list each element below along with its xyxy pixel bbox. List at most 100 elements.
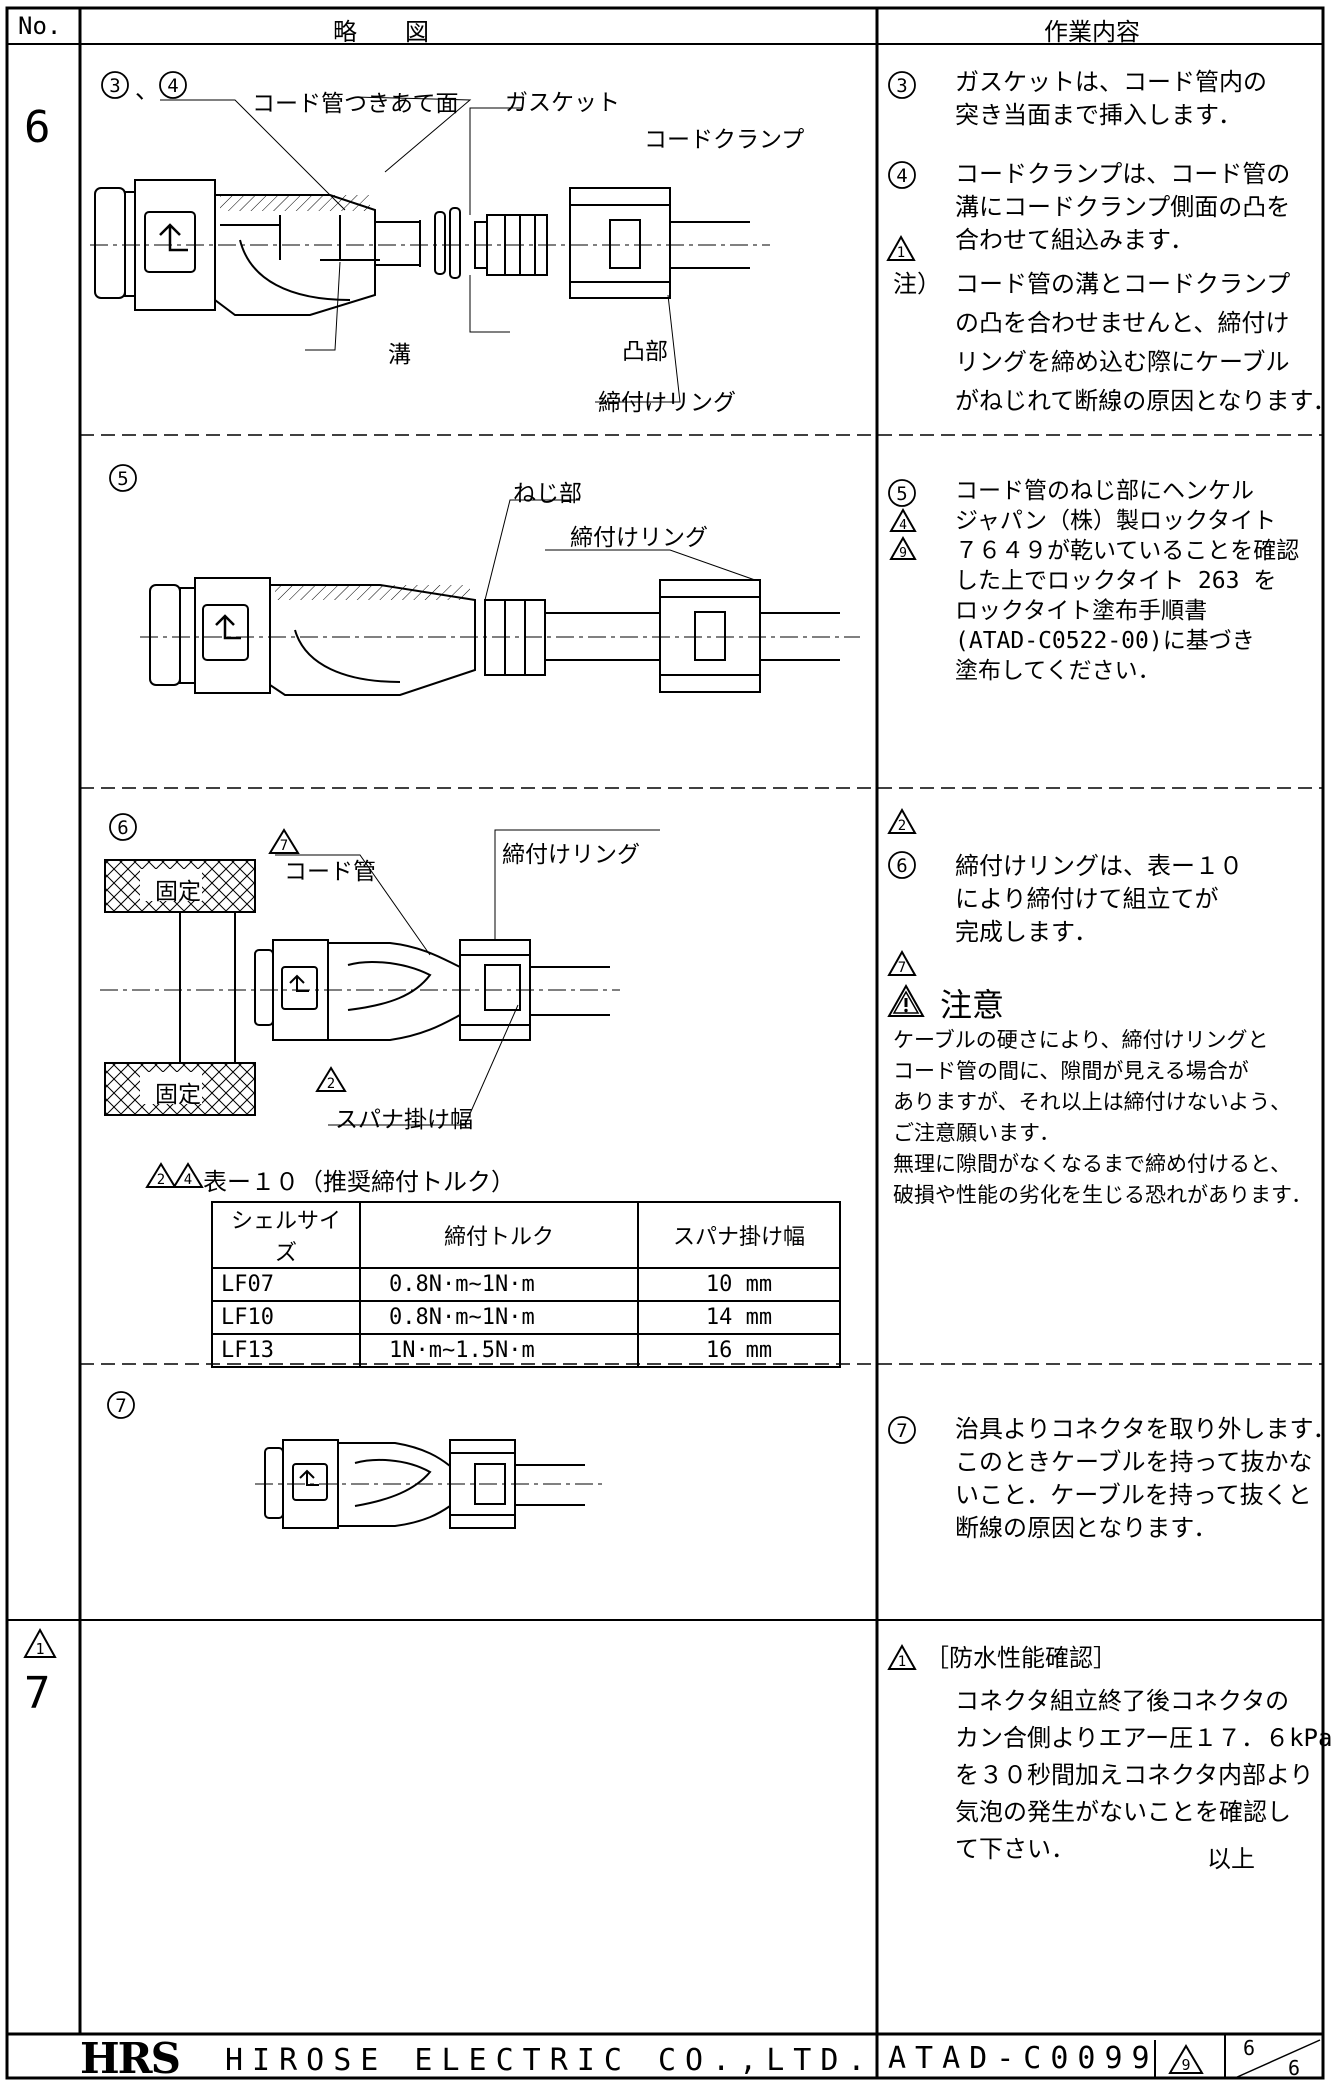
label-cord-butting-face: コード管つきあて面	[252, 91, 459, 117]
header-no: No.	[18, 12, 62, 40]
svg-text:7: 7	[896, 1420, 907, 1442]
svg-text:1: 1	[898, 1654, 906, 1670]
work-step5-line: した上でロックタイト 263 を	[955, 568, 1277, 594]
table-header-row: シェルサイズ 締付トルク スパナ掛け幅	[211, 1201, 841, 1269]
table-title: 表ー１０（推奨締付トルク）	[203, 1168, 515, 1196]
svg-text:7: 7	[280, 838, 288, 854]
step-circle-5: 5	[109, 464, 137, 492]
work-step7-line: このときケーブルを持って抜かな	[955, 1448, 1313, 1476]
label-groove: 溝	[388, 342, 411, 368]
note-prefix: 注）	[893, 270, 941, 298]
caution-line: ご注意願います．	[893, 1121, 1061, 1145]
svg-text:4: 4	[184, 1172, 192, 1188]
label-cord-tube: コード管	[284, 859, 376, 885]
waterproof-line: 気泡の発生がないことを確認し	[955, 1798, 1291, 1826]
label-clamp-ring-2: 締付けリング	[570, 525, 708, 551]
svg-text:5: 5	[117, 468, 128, 490]
table-cell: 1N·m~1.5N·m	[359, 1333, 639, 1368]
step-circle-7: 7	[888, 1416, 916, 1444]
company-logo: HRS	[80, 2034, 181, 2083]
revision-triangle: 7	[268, 828, 300, 854]
work-step4-line: 合わせて組込みます．	[955, 226, 1195, 254]
waterproof-line: カン合側よりエアー圧１７．６kPa	[955, 1724, 1333, 1752]
work-step5-line: ７６４９が乾いていることを確認	[955, 538, 1300, 564]
connector-drawing-step7	[255, 1439, 605, 1529]
revision-triangle: 1	[886, 234, 916, 261]
table-cell: 10 mm	[637, 1267, 841, 1302]
waterproof-title: ［防水性能確認］	[925, 1644, 1117, 1672]
caution-line: ありますが、それ以上は締付けないよう、	[893, 1090, 1292, 1114]
work-step5-line: ロックタイト塗布手順書	[955, 598, 1208, 624]
header-sketch: 略 図	[333, 18, 429, 46]
work-step7-line: いこと．ケーブルを持って抜くと	[955, 1481, 1312, 1509]
company-name: HIROSE ELECTRIC CO.,LTD.	[225, 2043, 875, 2078]
svg-text:5: 5	[896, 483, 907, 505]
header-work: 作業内容	[1044, 18, 1140, 46]
caution-line: 破損や性能の劣化を生じる恐れがあります．	[893, 1183, 1313, 1207]
svg-text:3: 3	[109, 75, 120, 97]
note-line: コード管の溝とコードクランプ	[955, 270, 1291, 298]
work-step5-line: ジャパン（株）製ロックタイト	[955, 508, 1277, 534]
svg-text:2: 2	[898, 818, 906, 834]
note-line: の凸を合わせませんと、締付け	[955, 309, 1290, 337]
work-step5-line: 塗布してください．	[955, 658, 1161, 684]
svg-text:9: 9	[899, 546, 907, 561]
svg-text:4: 4	[899, 518, 907, 533]
work-step7-line: 断線の原因となります．	[955, 1514, 1218, 1542]
caution-line: 無理に隙間がなくなるまで締め付けると、	[893, 1152, 1292, 1176]
step-circle-3: 3	[888, 71, 916, 99]
svg-text:4: 4	[167, 75, 178, 97]
work-step6-line: 完成します．	[955, 918, 1099, 946]
waterproof-line: コネクタ組立終了後コネクタの	[955, 1687, 1290, 1715]
label-cord-clamp: コードクランプ	[644, 127, 805, 153]
svg-text:2: 2	[327, 1076, 335, 1092]
label-clamp-ring: 締付けリング	[598, 390, 736, 416]
table-row: LF13 1N·m~1.5N·m 16 mm	[211, 1333, 841, 1368]
label-thread: ねじ部	[513, 481, 582, 507]
revision-triangle: 2	[887, 807, 917, 834]
label-clamp-ring-3: 締付けリング	[502, 842, 640, 868]
step-separator: 、	[135, 76, 159, 104]
connector-drawing-step6	[100, 829, 660, 1126]
warning-icon	[887, 983, 925, 1017]
work-step7-line: 治具よりコネクタを取り外します．	[955, 1415, 1337, 1443]
row-number-7: 7	[24, 1668, 51, 1719]
svg-text:6: 6	[896, 855, 907, 877]
label-wrench-width: スパナ掛け幅	[335, 1107, 473, 1133]
table-cell: LF07	[211, 1267, 361, 1302]
step-circle-6: 6	[109, 813, 137, 841]
page-number: 6	[1243, 2036, 1256, 2060]
table-cell: 14 mm	[637, 1300, 841, 1335]
step-circle-3: 3	[101, 71, 129, 99]
table-header: 締付トルク	[359, 1201, 639, 1269]
revision-triangle: 1	[887, 1643, 917, 1670]
work-step6-line: 締付けリングは、表ー１０	[955, 852, 1243, 880]
svg-text:2: 2	[157, 1172, 165, 1188]
waterproof-line: を３０秒間加えコネクタ内部より	[955, 1761, 1314, 1789]
svg-text:3: 3	[896, 75, 907, 97]
label-gasket: ガスケット	[505, 90, 620, 116]
table-cell: LF13	[211, 1333, 361, 1368]
revision-triangle: 2	[145, 1162, 177, 1188]
table-cell: 0.8N·m~1N·m	[359, 1300, 639, 1335]
work-step4-line: 溝にコードクランプ側面の凸を	[955, 193, 1291, 221]
work-step4-line: コードクランプは、コード管の	[955, 160, 1291, 188]
svg-text:1: 1	[35, 1640, 44, 1658]
svg-text:9: 9	[1181, 2056, 1190, 2074]
table-cell: LF10	[211, 1300, 361, 1335]
work-step5-line: コード管のねじ部にヘンケル	[955, 478, 1254, 504]
svg-text:7: 7	[898, 960, 906, 976]
end-mark: 以上	[1207, 1845, 1255, 1873]
svg-text:7: 7	[115, 1395, 126, 1417]
label-fixed-top: 固定	[155, 879, 201, 905]
waterproof-line: て下さい．	[955, 1835, 1075, 1863]
svg-text:4: 4	[896, 165, 907, 187]
table-row: LF10 0.8N·m~1N·m 14 mm	[211, 1300, 841, 1335]
page-total: 6	[1288, 2056, 1301, 2080]
work-step5-line: (ATAD-C0522-00)に基づき	[955, 628, 1255, 654]
note-line: リングを締め込む際にケーブル	[955, 348, 1290, 376]
torque-table: シェルサイズ 締付トルク スパナ掛け幅 LF07 0.8N·m~1N·m 10 …	[211, 1201, 841, 1368]
step-circle-5: 5	[888, 479, 916, 507]
document-number: ATAD-C0099	[888, 2041, 1159, 2076]
